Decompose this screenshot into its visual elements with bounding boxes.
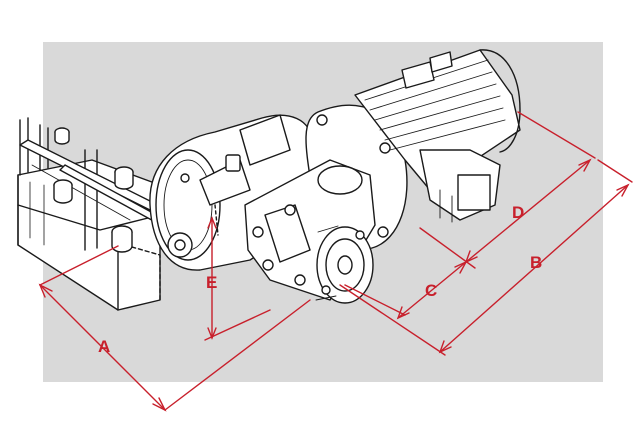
dimension-a xyxy=(38,245,311,412)
dimension-label-b: B xyxy=(530,253,542,272)
electric-motor xyxy=(354,49,521,223)
dimension-d xyxy=(419,111,596,269)
dimension-e xyxy=(204,216,271,341)
base-knobs xyxy=(53,127,134,253)
dimension-label-e: E xyxy=(206,273,217,292)
dimension-label-c: C xyxy=(425,281,437,300)
gear-pump xyxy=(244,159,376,304)
machine-drawing xyxy=(17,49,521,311)
dimension-label-a: A xyxy=(98,337,110,356)
slide-rails xyxy=(19,139,176,231)
dimension-b xyxy=(339,159,633,356)
dimension-lines xyxy=(38,111,633,412)
dimension-label-d: D xyxy=(512,203,524,222)
